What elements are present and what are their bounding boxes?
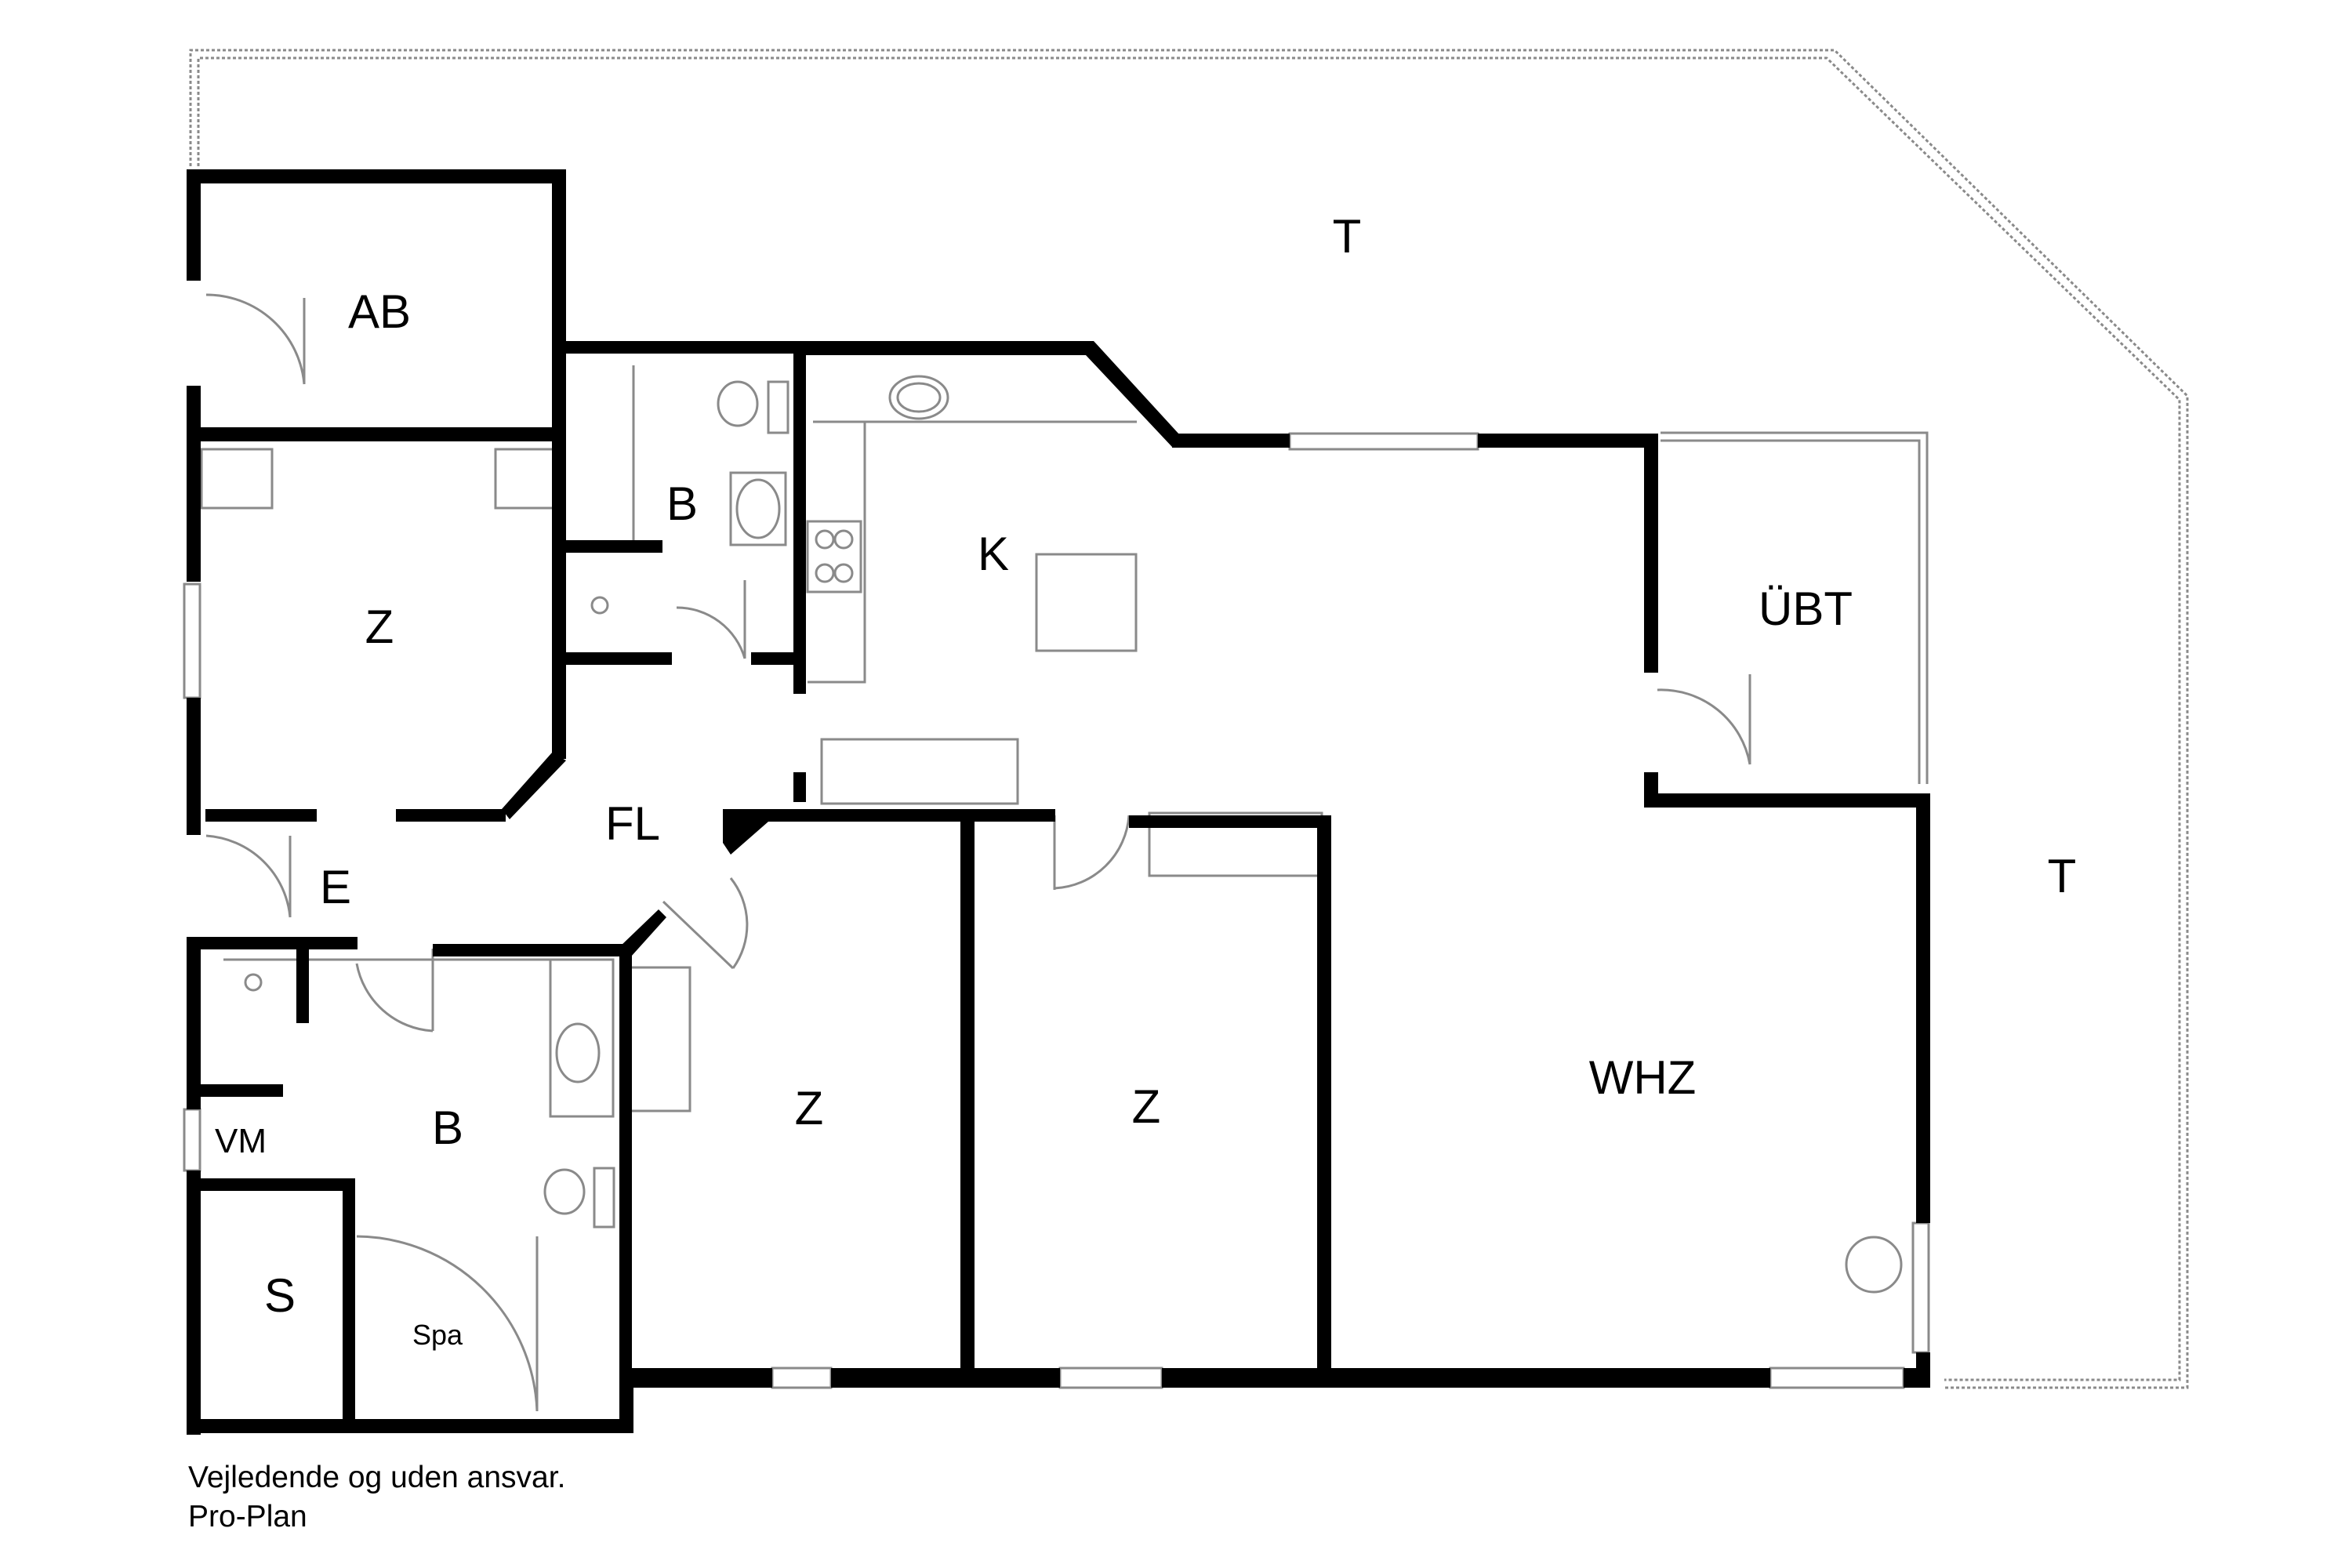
label-living: WHZ — [1589, 1051, 1697, 1104]
label-ab: AB — [348, 285, 411, 338]
label-ubt: ÜBT — [1759, 583, 1853, 635]
footer-company: Pro-Plan — [188, 1500, 307, 1534]
label-spa: Spa — [412, 1319, 463, 1351]
walls — [187, 169, 1930, 1435]
label-entry: E — [320, 861, 351, 913]
footer-disclaimer: Vejledende og uden ansvar. — [188, 1461, 566, 1494]
fixture-lines — [183, 293, 1930, 1412]
label-terrace-right: T — [2048, 850, 2077, 902]
label-room-mid: Z — [795, 1082, 824, 1134]
label-terrace-top: T — [1333, 210, 1362, 263]
label-storage: S — [264, 1269, 296, 1322]
label-bath-bottom: B — [432, 1102, 463, 1154]
label-room-right: Z — [1132, 1080, 1161, 1133]
room-labels: T T AB B K ÜBT Z FL E B VM S Spa Z Z WHZ — [215, 210, 2076, 1351]
label-kitchen: K — [978, 528, 1009, 580]
label-room-nw: Z — [365, 601, 394, 653]
label-hall: FL — [605, 797, 660, 850]
label-vm: VM — [215, 1122, 267, 1160]
label-bath-top: B — [666, 477, 698, 530]
terrace-outline — [189, 49, 2189, 1389]
